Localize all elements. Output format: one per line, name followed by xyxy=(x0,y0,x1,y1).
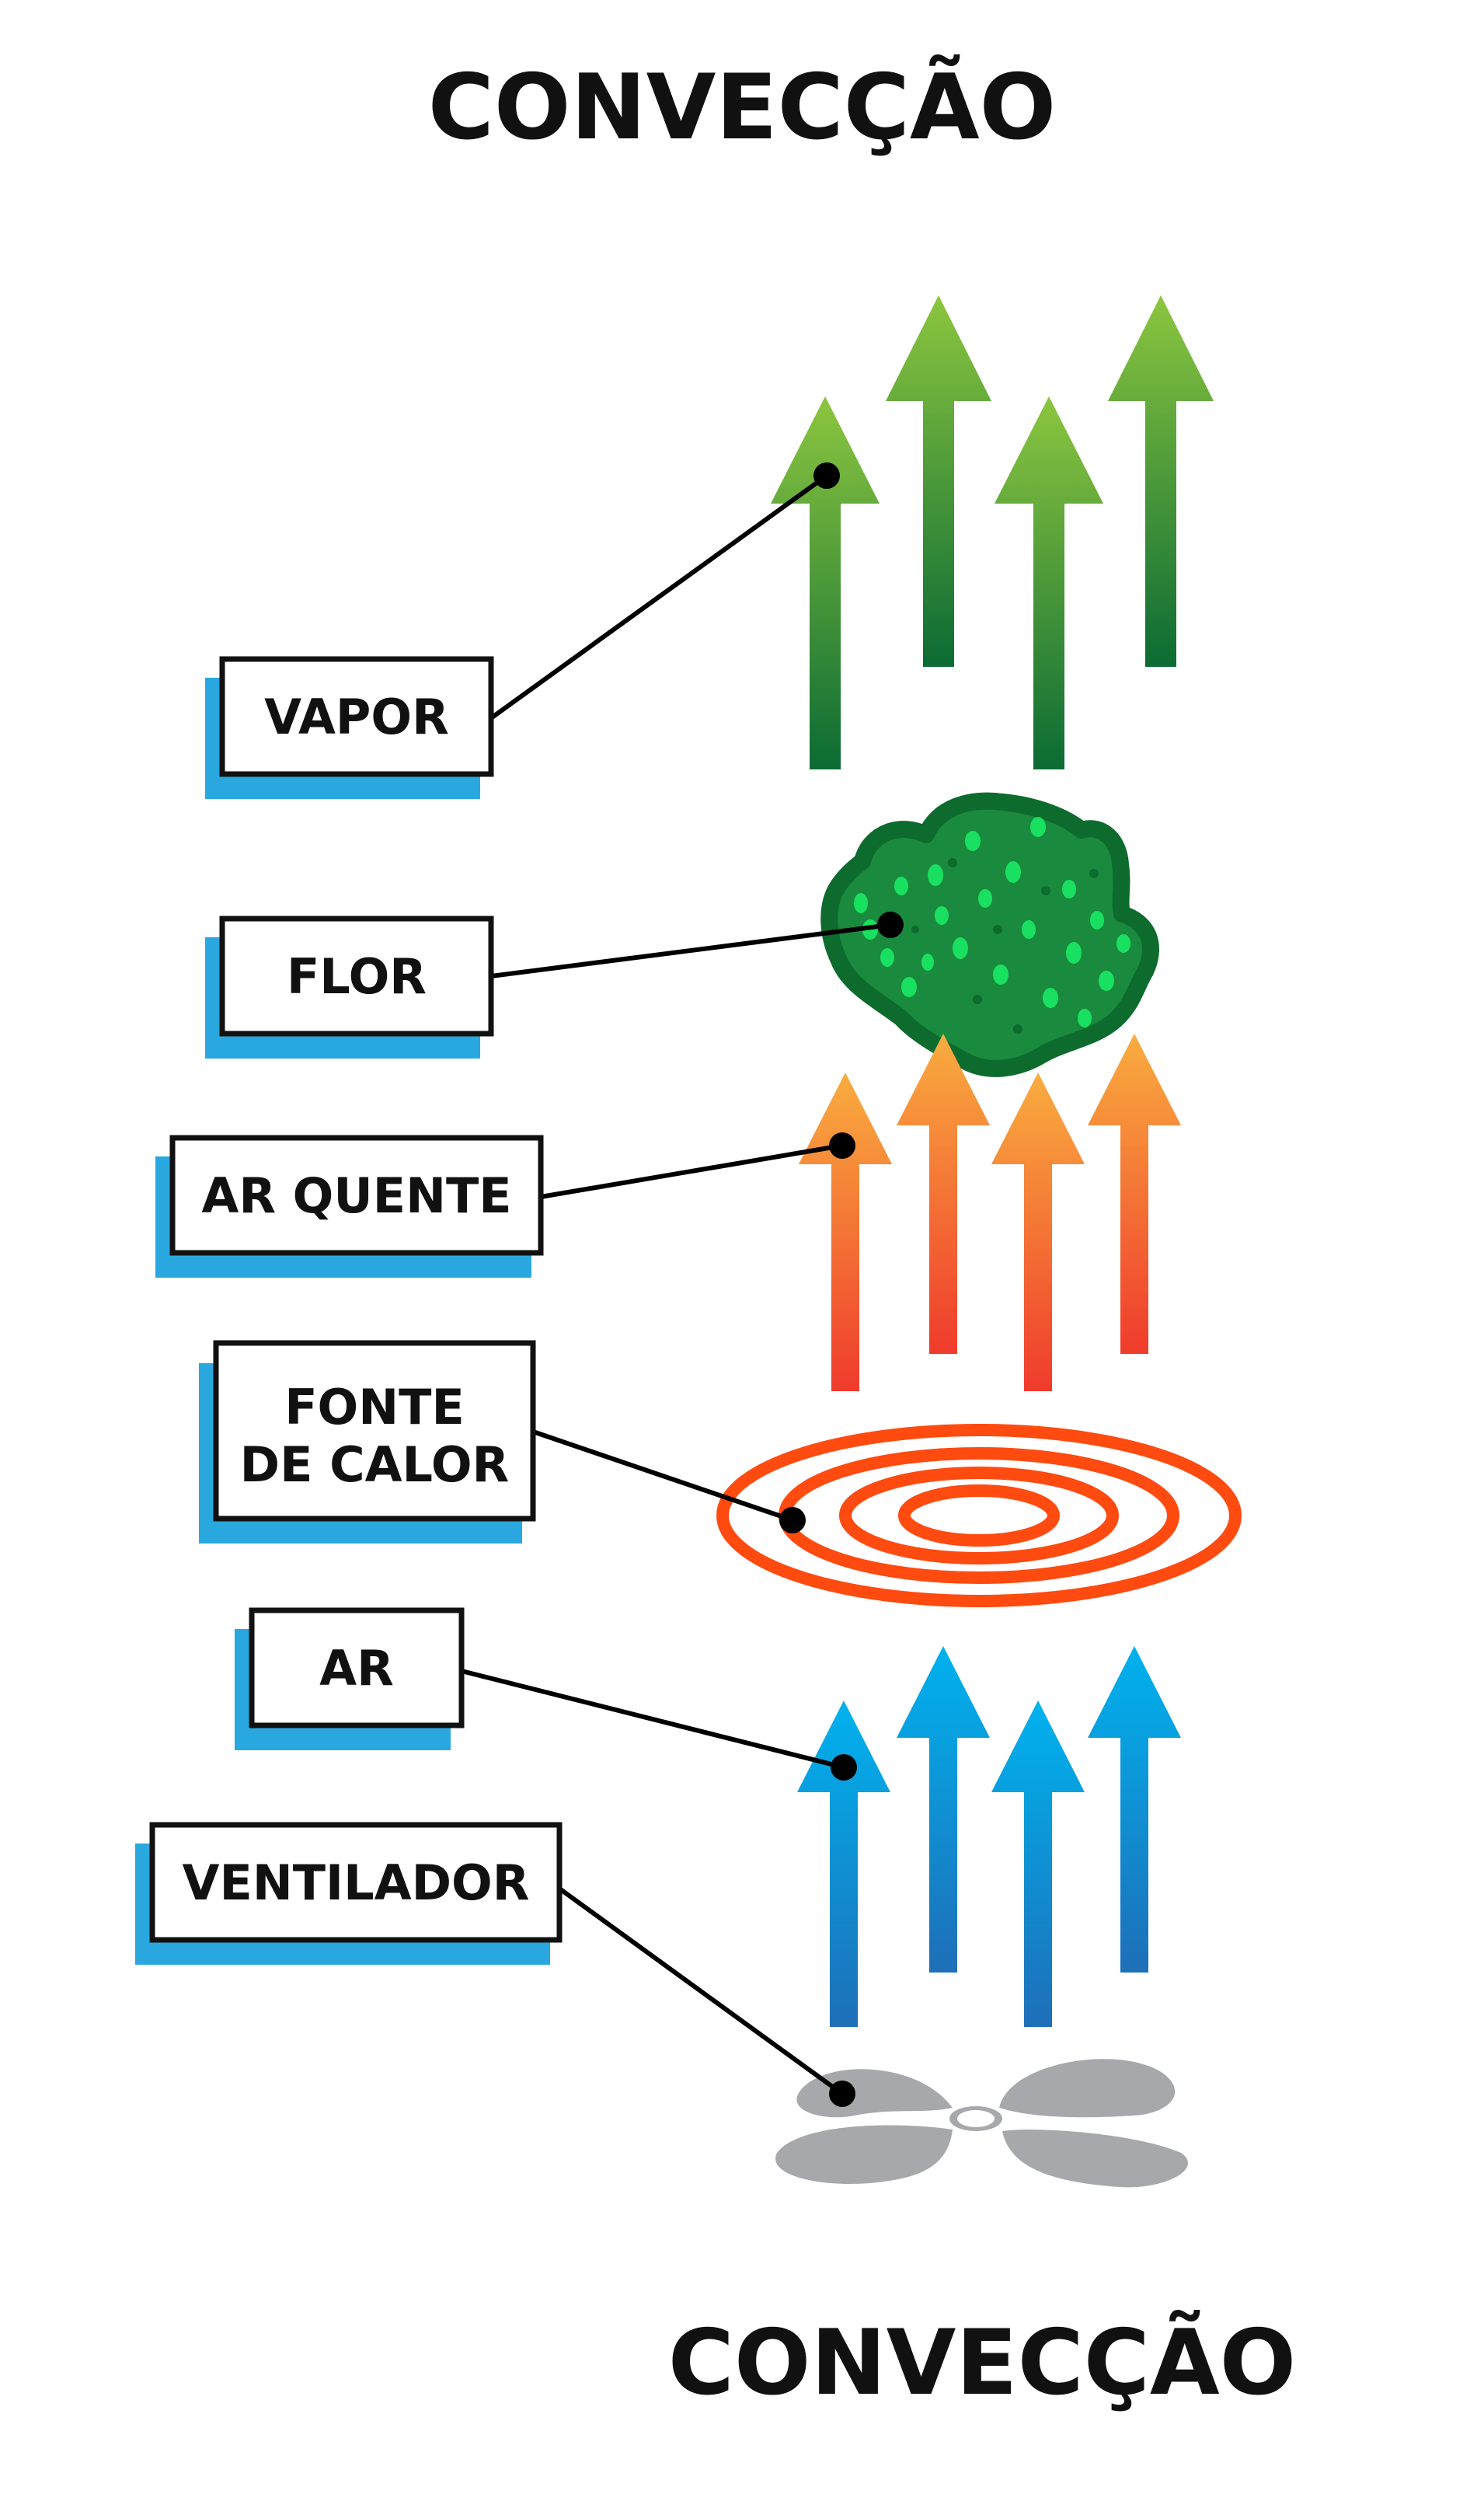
label-text-fonte: FONTE xyxy=(284,1379,465,1435)
air-arrow xyxy=(797,1701,890,2027)
label-text-flor: FLOR xyxy=(287,948,427,1005)
title-top: CONVECÇÃO xyxy=(428,54,1057,160)
leader-dot-flor xyxy=(877,912,904,938)
leader-dot-ventilador xyxy=(829,2081,855,2107)
leader-dot-ar-quente xyxy=(829,1132,855,1159)
vapor-arrow xyxy=(995,396,1103,769)
label-ventilador: VENTILADOR xyxy=(135,1822,563,1965)
air-arrow xyxy=(991,1701,1085,2027)
air-arrows-icon xyxy=(797,1646,1181,2027)
flower-icon xyxy=(820,792,1159,1077)
leader-dots xyxy=(779,462,904,2107)
label-text-ar: AR xyxy=(319,1640,394,1697)
hot-air-arrow xyxy=(799,1073,892,1391)
hot-air-arrows-icon xyxy=(799,1034,1181,1391)
label-text-vapor: VAPOR xyxy=(264,689,449,745)
air-arrow xyxy=(1088,1646,1181,1973)
leader-line-vapor xyxy=(489,473,829,720)
leader-line-fonte-de-calor xyxy=(531,1429,795,1523)
label-box xyxy=(213,1340,536,1522)
label-text-de-calor: DE CALOR xyxy=(240,1436,510,1493)
leader-dot-vapor xyxy=(813,462,840,489)
leader-line-ar-quente xyxy=(538,1143,845,1199)
label-ar: AR xyxy=(235,1607,465,1750)
title-bottom: CONVECÇÃO xyxy=(668,2310,1297,2416)
leader-line-ventilador xyxy=(557,1886,845,2096)
leader-line-ar xyxy=(459,1669,846,1770)
hot-air-arrow xyxy=(897,1034,990,1354)
label-box xyxy=(169,1135,544,1256)
hot-air-arrow xyxy=(1088,1034,1181,1354)
air-arrow xyxy=(897,1646,990,1973)
flower-dots xyxy=(854,817,1130,1027)
label-box xyxy=(149,1822,563,1943)
vapor-arrow xyxy=(771,396,880,769)
vapor-arrow xyxy=(1108,295,1214,667)
leader-dot-fonte-de-calor xyxy=(779,1507,806,1533)
leader-lines xyxy=(459,473,893,2096)
vapor-arrows-icon xyxy=(771,295,1214,769)
leader-line-flor xyxy=(489,923,893,978)
leader-dot-ar xyxy=(831,1754,857,1781)
label-vapor: VAPOR xyxy=(205,656,494,799)
heat-coil-icon xyxy=(716,1424,1242,1607)
vapor-arrow xyxy=(886,295,991,667)
flower-spots xyxy=(911,858,1099,1034)
label-box xyxy=(219,656,494,777)
fan-icon xyxy=(775,2059,1188,2188)
label-text-ventilador: VENTILADOR xyxy=(183,1854,530,1911)
label-text-ar-quente: AR QUENTE xyxy=(201,1167,511,1224)
label-fonte-de-calor: FONTE DE CALOR xyxy=(199,1340,536,1544)
label-flor: FLOR xyxy=(205,916,494,1059)
hot-air-arrow xyxy=(991,1073,1085,1391)
label-box xyxy=(219,916,494,1037)
label-box xyxy=(249,1607,465,1728)
label-ar-quente: AR QUENTE xyxy=(155,1135,544,1278)
